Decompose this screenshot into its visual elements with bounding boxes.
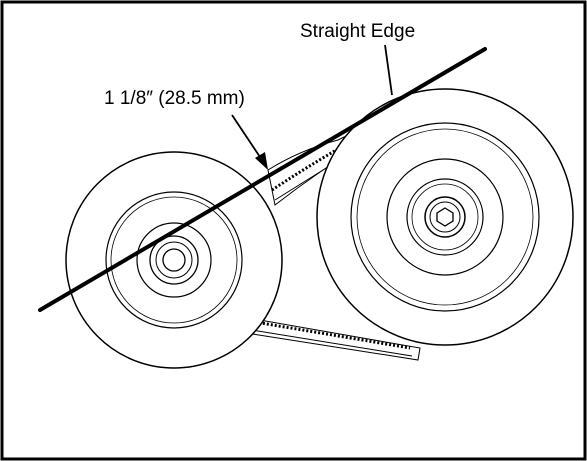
- large-pulley-icon: [316, 88, 574, 346]
- straight-edge-leader: [384, 44, 393, 96]
- measurement-label: 1 1/8″ (28.5 mm): [104, 88, 245, 109]
- measurement-arrow-icon: [231, 114, 268, 170]
- small-pulley-icon: [65, 151, 283, 369]
- straight-edge-line: [38, 47, 487, 312]
- straight-edge-label: Straight Edge: [300, 21, 415, 42]
